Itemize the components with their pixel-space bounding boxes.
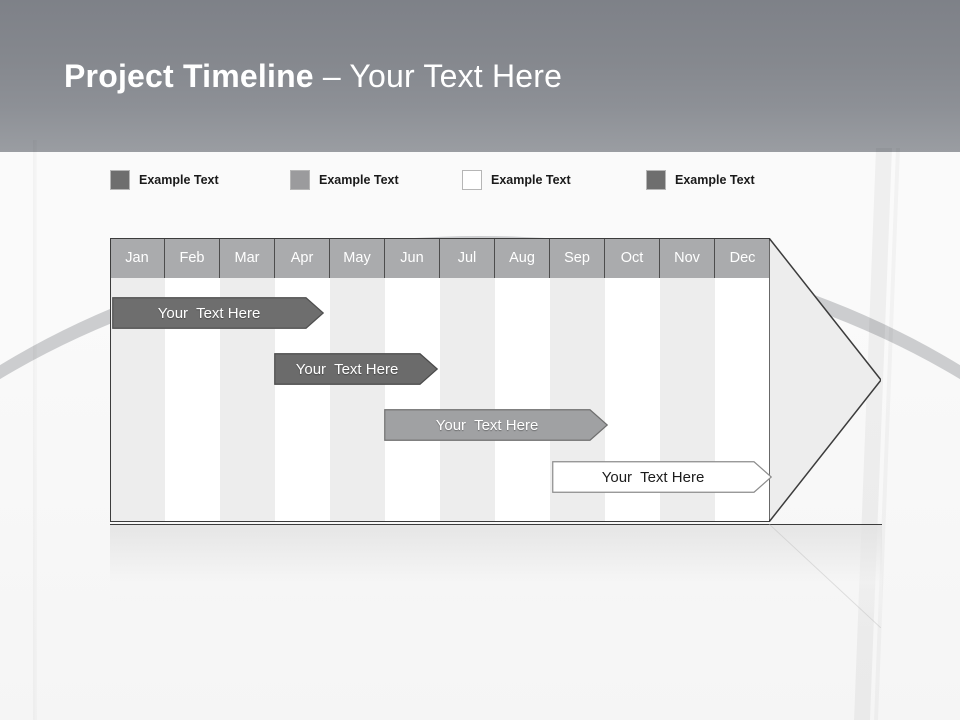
- timeline-bar-shape: [112, 297, 324, 329]
- timeline-column: Jan: [110, 238, 165, 522]
- page-title-light: – Your Text Here: [313, 58, 563, 94]
- header-band: [0, 0, 960, 152]
- page-title-strong: Project Timeline: [64, 58, 314, 94]
- legend-swatch: [110, 170, 130, 190]
- month-header-dec[interactable]: Dec: [715, 238, 770, 278]
- month-header-jun[interactable]: Jun: [385, 238, 440, 278]
- timeline-column: Aug: [495, 238, 550, 522]
- timeline-bar-label: Your Text Here: [435, 416, 539, 434]
- timeline-column: Mar: [220, 238, 275, 522]
- timeline-bar-shape: [552, 461, 772, 493]
- page-title: Project Timeline – Your Text Here: [64, 58, 562, 95]
- month-header-oct[interactable]: Oct: [605, 238, 660, 278]
- legend-item-label: Example Text: [319, 173, 399, 187]
- month-header-jan[interactable]: Jan: [110, 238, 165, 278]
- legend-swatch: [290, 170, 310, 190]
- timeline-bar-shape: [384, 409, 608, 441]
- decorative-stripe-left: [33, 140, 37, 720]
- legend-item[interactable]: Example Text: [110, 170, 219, 190]
- legend-item[interactable]: Example Text: [462, 170, 571, 190]
- timeline-bar-label: Your Text Here: [601, 468, 705, 486]
- legend-swatch: [646, 170, 666, 190]
- month-header-jul[interactable]: Jul: [440, 238, 495, 278]
- timeline-column: Feb: [165, 238, 220, 522]
- timeline-reflection: [110, 524, 882, 628]
- month-header-aug[interactable]: Aug: [495, 238, 550, 278]
- timeline-bar[interactable]: Your Text Here: [384, 409, 608, 441]
- timeline-bar[interactable]: Your Text Here: [552, 461, 772, 493]
- month-header-feb[interactable]: Feb: [165, 238, 220, 278]
- legend-swatch: [462, 170, 482, 190]
- timeline-reflection-arrow: [768, 523, 882, 629]
- month-header-nov[interactable]: Nov: [660, 238, 715, 278]
- timeline-bar-label: Your Text Here: [157, 304, 261, 322]
- timeline-column: Jul: [440, 238, 495, 522]
- timeline-bar-shape: [274, 353, 438, 385]
- month-header-mar[interactable]: Mar: [220, 238, 275, 278]
- legend-item[interactable]: Example Text: [290, 170, 399, 190]
- timeline-arrow-head: [768, 235, 882, 525]
- month-header-may[interactable]: May: [330, 238, 385, 278]
- legend-item-label: Example Text: [675, 173, 755, 187]
- legend-item-label: Example Text: [139, 173, 219, 187]
- month-header-apr[interactable]: Apr: [275, 238, 330, 278]
- legend-item[interactable]: Example Text: [646, 170, 755, 190]
- month-header-sep[interactable]: Sep: [550, 238, 605, 278]
- timeline-bar[interactable]: Your Text Here: [112, 297, 324, 329]
- timeline-bar-label: Your Text Here: [295, 360, 399, 378]
- legend-item-label: Example Text: [491, 173, 571, 187]
- timeline-bar[interactable]: Your Text Here: [274, 353, 438, 385]
